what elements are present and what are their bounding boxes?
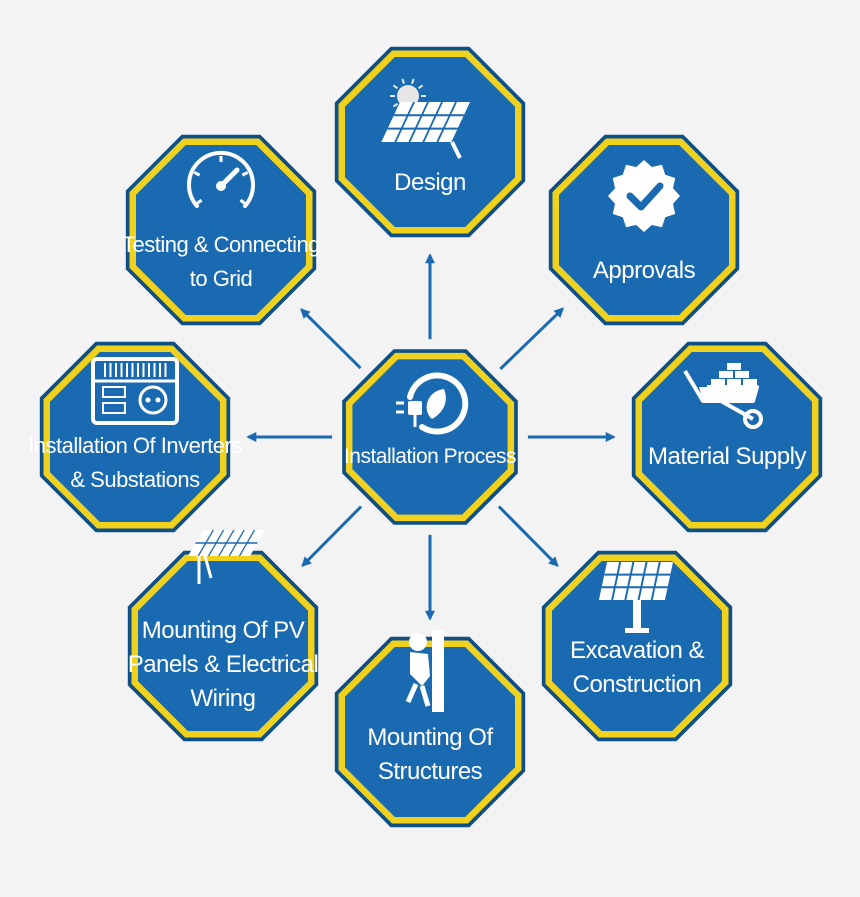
center-node-label-line: Installation Process bbox=[344, 445, 516, 468]
step-design: Design bbox=[334, 46, 526, 238]
step-testing-label-line: to Grid bbox=[190, 266, 253, 291]
center-node-face bbox=[352, 359, 508, 515]
nodes: Installation Process DesignApprovalsMater… bbox=[28, 46, 823, 828]
arrow-approvals bbox=[499, 307, 565, 371]
step-excavation-face bbox=[552, 561, 722, 731]
step-mounting-structures-label-line: Mounting Of bbox=[367, 724, 493, 751]
gauge-icon bbox=[187, 150, 255, 208]
plug-leaf-icon bbox=[396, 372, 469, 435]
arrow-excavation bbox=[497, 505, 559, 567]
check-badge-icon bbox=[608, 160, 680, 232]
step-testing-face bbox=[136, 145, 306, 315]
step-material-supply: Material Supply bbox=[631, 341, 823, 533]
arrows bbox=[246, 253, 616, 621]
step-inverters-label-line: & Substations bbox=[70, 467, 200, 492]
step-material-supply-face bbox=[642, 352, 812, 522]
step-testing-label-line: Testing & Connecting bbox=[122, 232, 320, 257]
step-mounting-pv-label-line: Mounting Of PV bbox=[142, 617, 305, 644]
step-mounting-pv-label-line: Wiring bbox=[190, 685, 255, 712]
step-excavation: Excavation & Construction bbox=[541, 550, 733, 742]
step-mounting-structures: Mounting Of Structures bbox=[334, 630, 526, 828]
step-mounting-structures-face bbox=[345, 647, 515, 817]
step-approvals: Approvals bbox=[548, 134, 740, 326]
solar-panel-stand-icon bbox=[598, 562, 673, 633]
step-design-label-line: Design bbox=[394, 169, 466, 196]
step-approvals-label-line: Approvals bbox=[593, 257, 696, 284]
step-inverters: Installation Of Inverters & Substations bbox=[28, 341, 243, 533]
climbing-worker-icon bbox=[405, 630, 444, 712]
step-material-supply-label-line: Material Supply bbox=[648, 443, 806, 470]
step-mounting-pv-face bbox=[138, 561, 308, 731]
step-testing: Testing & Connecting to Grid bbox=[122, 134, 320, 326]
wheelbarrow-bricks-icon bbox=[683, 363, 763, 429]
solar-panel-sun-icon bbox=[381, 78, 470, 159]
step-excavation-label-line: Construction bbox=[573, 671, 702, 698]
inverter-icon bbox=[91, 357, 179, 425]
step-excavation-label-line: Excavation & bbox=[570, 637, 705, 664]
step-mounting-pv-label-line: Panels & Electrical bbox=[128, 651, 319, 678]
center-node: Installation Process bbox=[342, 349, 518, 525]
arrow-mounting-pv bbox=[301, 505, 363, 567]
solar-array-icon bbox=[187, 530, 265, 584]
step-mounting-structures-label-line: Structures bbox=[378, 758, 483, 785]
step-inverters-label-line: Installation Of Inverters bbox=[28, 433, 242, 458]
arrow-testing bbox=[300, 308, 362, 370]
